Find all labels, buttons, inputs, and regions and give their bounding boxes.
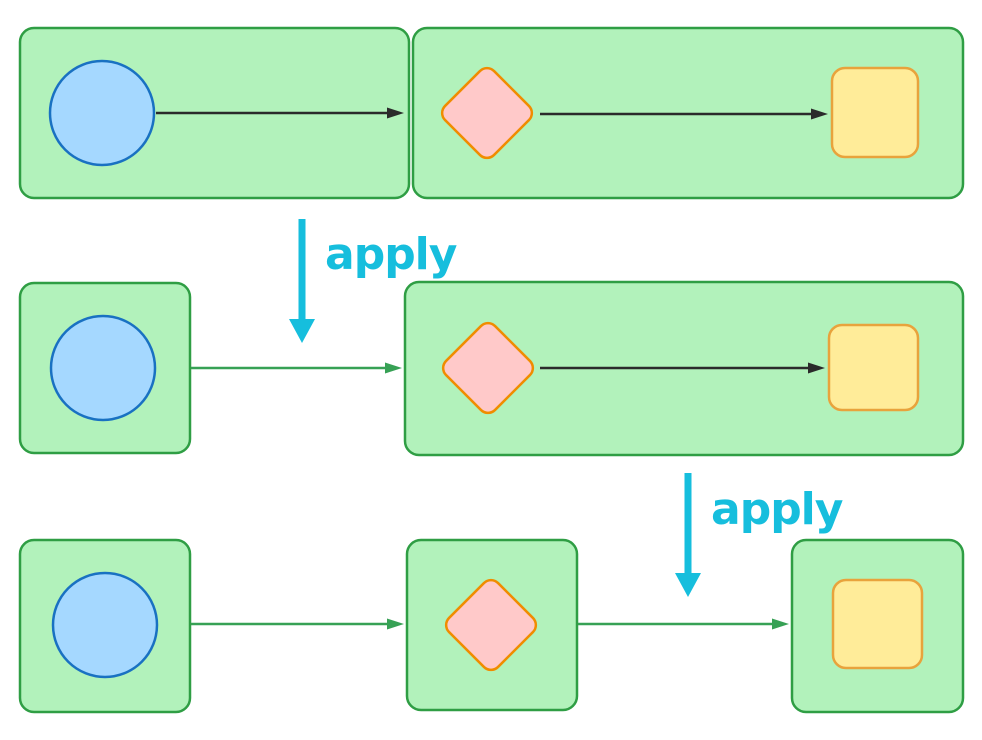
diamond-node-row2-decision xyxy=(441,321,535,415)
square-node-row3-task xyxy=(831,578,924,670)
apply-arrowhead-icon-apply-step-1 xyxy=(289,319,315,343)
apply-label-apply-step-1: apply xyxy=(325,229,457,280)
square-node-row1-task xyxy=(830,66,920,159)
apply-label-apply-step-2: apply xyxy=(711,484,843,535)
square-node-row2-task xyxy=(827,323,920,412)
diamond-node-row3-decision xyxy=(444,578,538,672)
circle-node-row1-start xyxy=(48,59,156,167)
flow-arrowhead-icon-row2-diamond-to-square xyxy=(808,362,825,374)
flow-arrowhead-icon-row3-diamond-to-square xyxy=(772,618,789,630)
flow-arrowhead-icon-row2-circle-to-diamond xyxy=(385,362,402,374)
flow-arrowhead-icon-row3-circle-to-diamond xyxy=(387,618,404,630)
flow-arrowhead-icon-row1-diamond-to-square xyxy=(811,108,828,120)
flow-arrowhead-icon-row1-circle-to-diamond xyxy=(387,107,404,119)
diamond-node-row1-decision xyxy=(440,66,534,160)
circle-node-row3-start xyxy=(51,571,159,679)
apply-arrowhead-icon-apply-step-2 xyxy=(675,573,701,597)
circle-node-row2-start xyxy=(49,314,157,422)
